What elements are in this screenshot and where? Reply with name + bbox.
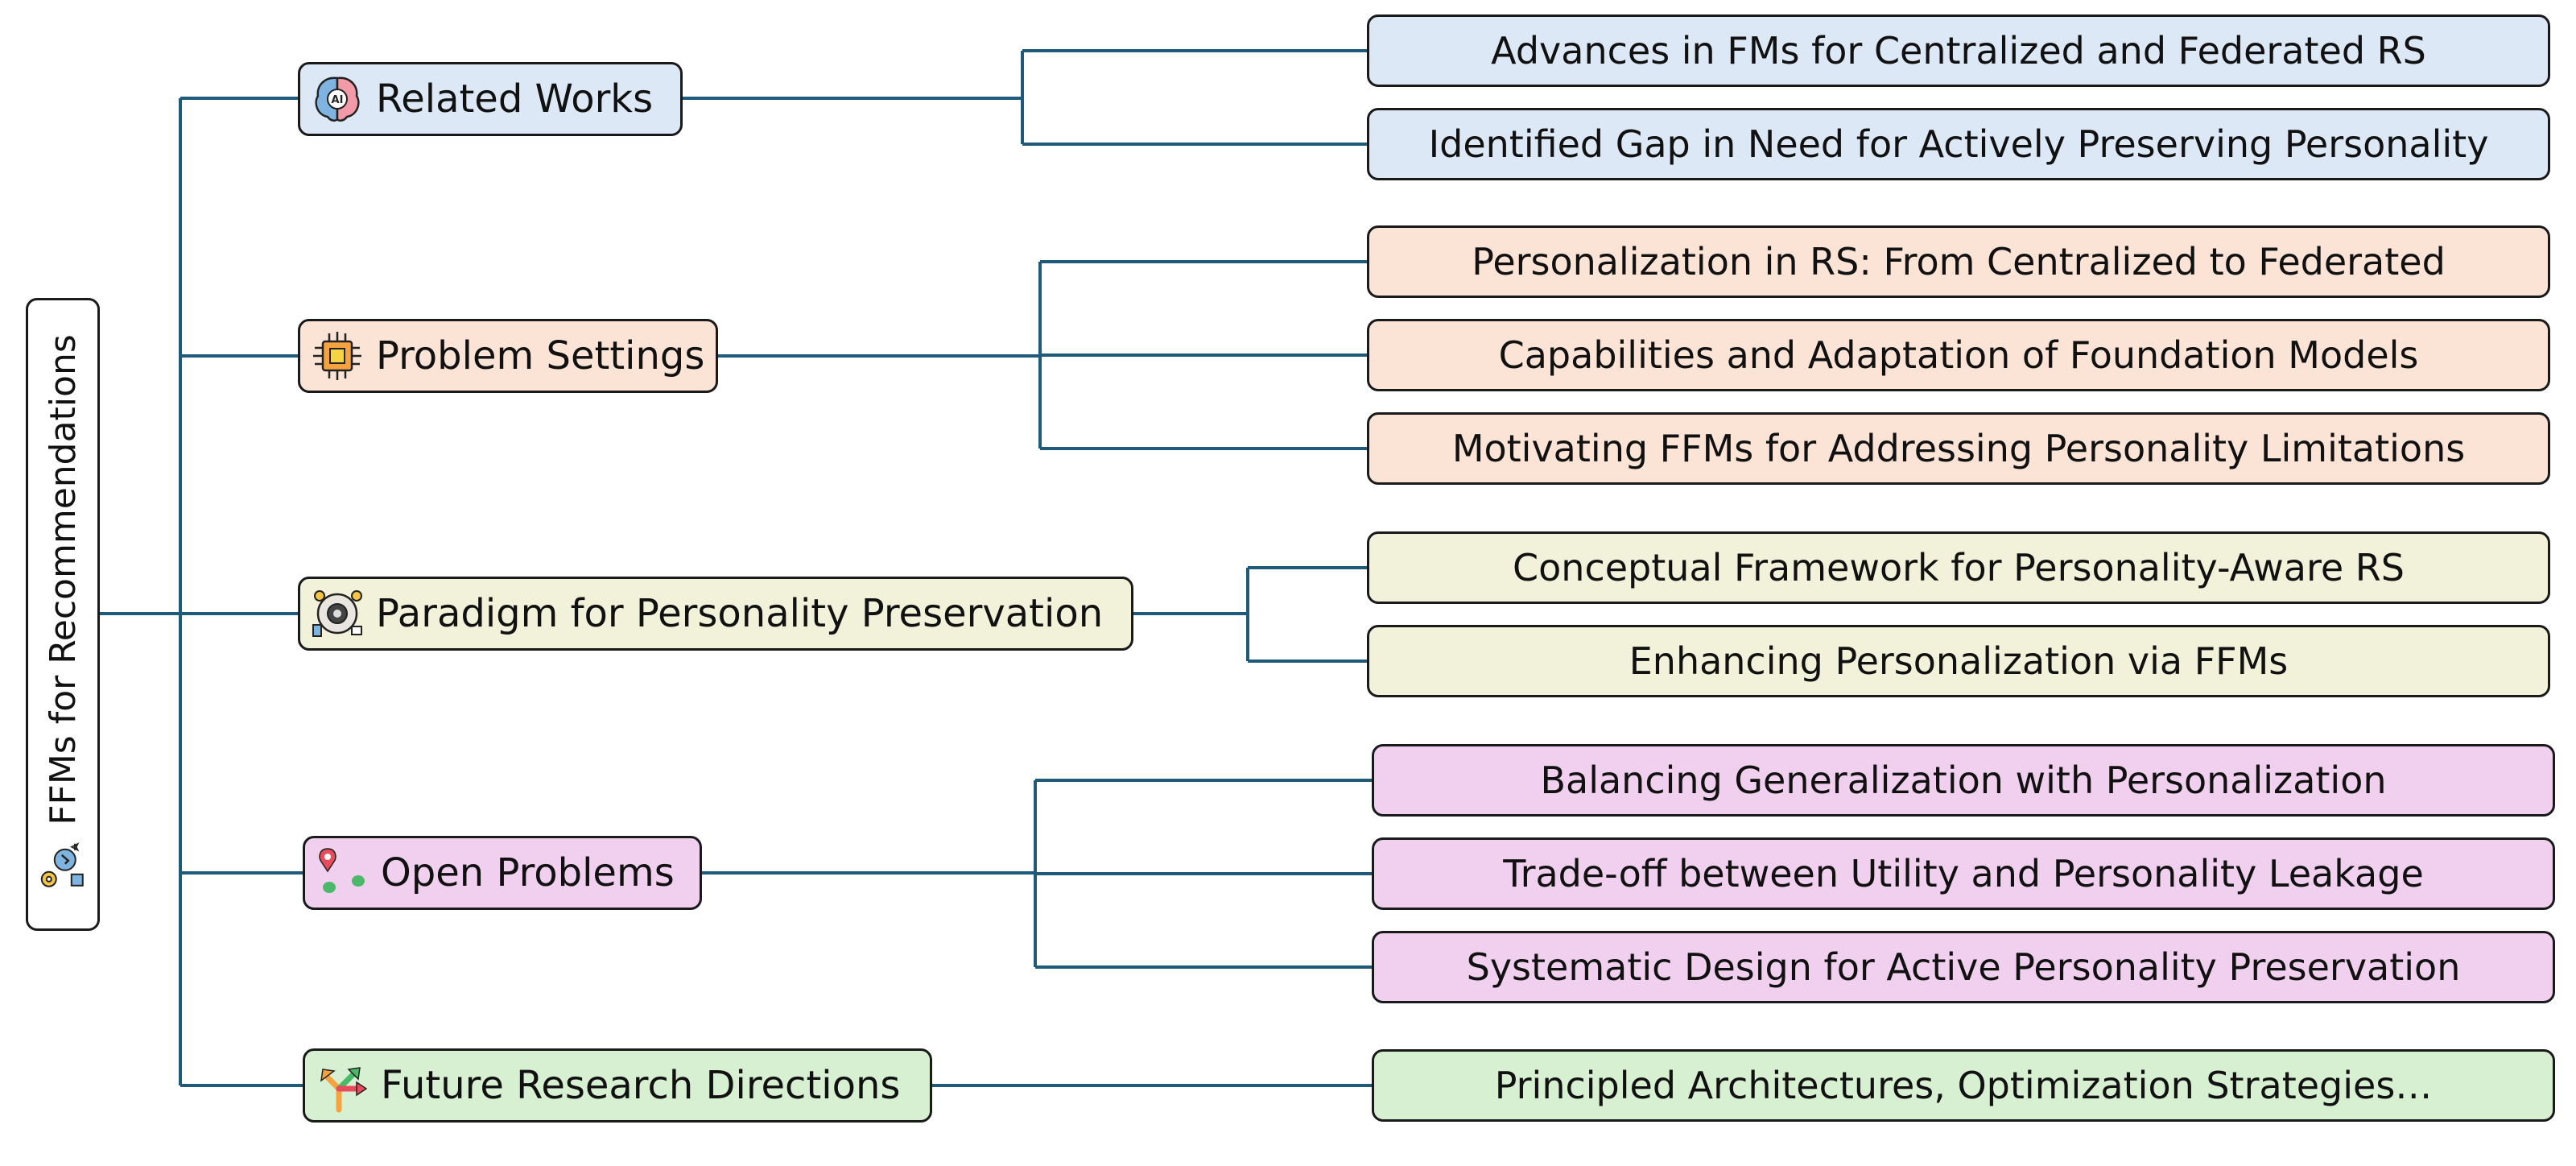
leaf-label: Principled Architectures, Optimization S… [1494,1064,2433,1107]
category-label: Future Research Directions [381,1063,901,1108]
category-problem-settings: Problem Settings [298,319,718,393]
leaf-node: Capabilities and Adaptation of Foundatio… [1367,319,2550,391]
directions-arrows-icon [313,1056,371,1114]
chip-icon [308,327,366,385]
leaf-label: Balancing Generalization with Personaliz… [1540,759,2387,802]
leaf-node: Systematic Design for Active Personality… [1372,931,2555,1003]
leaf-label: Motivating FFMs for Addressing Personali… [1451,427,2466,470]
category-label: Open Problems [381,850,675,895]
leaf-label: Enhancing Personalization via FFMs [1629,639,2289,683]
category-related-works: AI Related Works [298,62,683,136]
leaf-node: Trade-off between Utility and Personalit… [1372,837,2555,910]
leaf-node: Balancing Generalization with Personaliz… [1372,744,2555,817]
leaf-node: Advances in FMs for Centralized and Fede… [1367,14,2550,87]
category-open-problems: Open Problems [303,836,702,910]
leaf-node: Enhancing Personalization via FFMs [1367,625,2550,697]
category-label: Related Works [376,76,654,122]
leaf-node: Motivating FFMs for Addressing Personali… [1367,412,2550,485]
route-pins-icon [313,844,371,902]
leaf-node: Conceptual Framework for Personality-Awa… [1367,531,2550,604]
root-label: FFMs for Recommendations [42,334,84,825]
ffm-tools-icon [34,837,92,895]
root-node: FFMs for Recommendations [26,298,100,931]
category-paradigm: Paradigm for Personality Preservation [298,577,1133,651]
leaf-label: Capabilities and Adaptation of Foundatio… [1498,333,2419,377]
ai-brain-icon: AI [308,70,366,128]
leaf-label: Personalization in RS: From Centralized … [1472,240,2446,283]
leaf-label: Trade-off between Utility and Personalit… [1503,852,2424,895]
leaf-node: Identified Gap in Need for Actively Pres… [1367,108,2550,180]
category-label: Paradigm for Personality Preservation [376,591,1104,636]
settings-network-icon [308,585,366,643]
svg-text:AI: AI [332,94,344,106]
leaf-label: Conceptual Framework for Personality-Awa… [1513,546,2405,589]
leaf-node: Principled Architectures, Optimization S… [1372,1049,2555,1122]
category-future-directions: Future Research Directions [303,1048,932,1123]
leaf-label: Systematic Design for Active Personality… [1466,945,2461,989]
category-label: Problem Settings [376,333,705,378]
leaf-node: Personalization in RS: From Centralized … [1367,225,2550,298]
leaf-label: Identified Gap in Need for Actively Pres… [1428,122,2489,166]
leaf-label: Advances in FMs for Centralized and Fede… [1491,29,2426,72]
